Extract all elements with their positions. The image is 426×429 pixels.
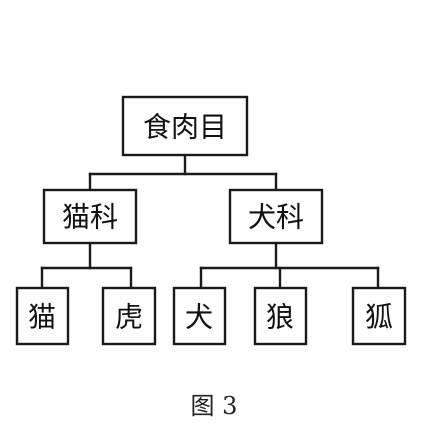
node-wolf-label: 狼	[266, 301, 294, 334]
node-dog-box	[172, 286, 227, 346]
node-tiger-box	[101, 286, 157, 346]
tree-edges	[40, 153, 380, 290]
node-root: 食肉目	[121, 95, 249, 157]
node-felidae-label: 猫科	[62, 201, 118, 234]
node-fox-label: 狐	[365, 301, 393, 334]
node-dog-label: 犬	[185, 301, 213, 334]
node-canidae-label: 犬科	[248, 201, 304, 234]
node-fox-box	[351, 286, 407, 346]
node-wolf-box	[253, 286, 308, 346]
node-cat: 猫	[15, 286, 70, 346]
node-dog: 犬	[172, 286, 227, 346]
node-fox: 狐	[351, 286, 407, 346]
node-felidae-box	[42, 188, 138, 245]
node-cat-box	[15, 286, 70, 346]
node-felidae: 猫科	[42, 188, 138, 245]
node-wolf: 狼	[253, 286, 308, 346]
node-cat-label: 猫	[28, 301, 56, 334]
node-canidae-box	[228, 188, 324, 245]
node-tiger-label: 虎	[115, 301, 143, 334]
figure-caption: 图 3	[191, 392, 238, 420]
node-tiger: 虎	[101, 286, 157, 346]
node-root-box	[121, 95, 249, 157]
node-root-label: 食肉目	[143, 111, 227, 144]
node-canidae: 犬科	[228, 188, 324, 245]
